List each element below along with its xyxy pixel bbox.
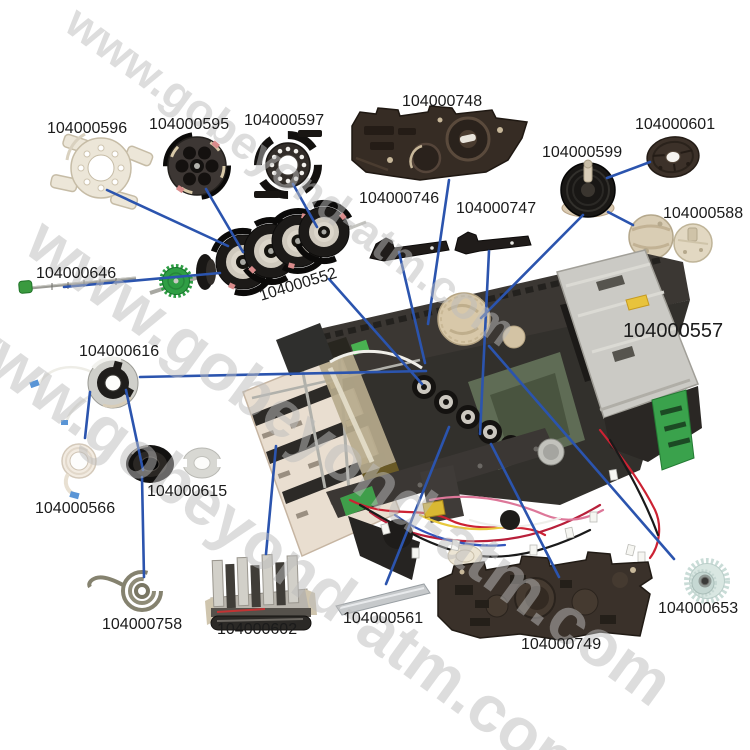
connector-line-104000616-cable (83, 390, 92, 440)
part-graphic-white-drive-gear (684, 558, 730, 604)
part-graphic-pressure-plate-assembly (205, 554, 317, 631)
connector-line-104000758 (140, 475, 146, 579)
connector-line-104000596 (105, 188, 230, 248)
part-graphic-shaft-rod-green-tip (18, 276, 137, 294)
part-label-104000616: 104000616 (79, 343, 160, 360)
yellow-connector (422, 499, 446, 519)
part-graphic-bracket-left (369, 237, 450, 262)
part-label-104000615: 104000615 (147, 483, 228, 500)
connector-line-104000615 (124, 388, 145, 472)
part-graphic-pulley-drum (560, 159, 616, 218)
part-label-104000602: 104000602 (217, 621, 298, 638)
part-label-104000595: 104000595 (149, 116, 230, 133)
part-label-104000566: 104000566 (35, 500, 116, 517)
part-graphic-metal-strip (335, 583, 431, 616)
part-label-104000758: 104000758 (102, 616, 183, 633)
part-graphic-gear-side-frame (437, 551, 653, 641)
part-graphic-side-frame-plate (351, 105, 528, 181)
part-label-104000653: 104000653 (658, 600, 739, 617)
part-label-104000748: 104000748 (402, 93, 483, 110)
connector-line-104000599 (479, 213, 585, 320)
connector-line-104000646 (62, 271, 222, 289)
part-graphic-feed-roller-shaft-assembly (149, 200, 367, 298)
part-label-104000561: 104000561 (343, 610, 424, 627)
connector-line-104000653 (487, 344, 676, 561)
part-graphic-dark-clutch-plate (163, 132, 231, 200)
connector-line-104000746 (397, 250, 427, 365)
part-label-104000747: 104000747 (456, 200, 537, 217)
part-label-104000646: 104000646 (36, 265, 117, 282)
part-label-104000749: 104000749 (521, 636, 602, 653)
connector-line-104000602 (264, 444, 278, 556)
part-graphic-end-disc (646, 136, 700, 178)
part-graphic-main-dispenser-module (242, 249, 702, 580)
part-label-104000601: 104000601 (635, 116, 716, 133)
part-label-104000597: 104000597 (244, 112, 325, 129)
part-graphic-tape-roll (61, 443, 97, 500)
connector-line-104000595 (204, 187, 245, 254)
connector-line-104000552 (327, 277, 424, 386)
part-label-104000599: 104000599 (542, 144, 623, 161)
connector-line-104000749 (489, 442, 561, 579)
connector-line-104000599-601 (605, 160, 652, 180)
part-label-104000588: 104000588 (663, 205, 744, 222)
connector-line-104000616 (138, 369, 428, 379)
green-pcb (651, 389, 695, 471)
white-connectors (380, 468, 646, 563)
connector-line-104000747 (478, 249, 491, 436)
part-graphic-bearing-ring-with-arms (254, 130, 322, 199)
connector-line-104000588 (606, 210, 635, 227)
part-label-104000596: 104000596 (47, 120, 128, 137)
connector-line-104000561 (384, 425, 451, 586)
part-graphic-cream-guide-bracket (49, 132, 154, 210)
connector-lines (62, 160, 676, 586)
yellow-sticker (625, 294, 650, 311)
part-graphic-cam-disc-pair (628, 214, 713, 263)
connector-line-104000597 (291, 182, 319, 229)
part-graphic-coiled-flat-spring (87, 570, 163, 612)
connector-line-104000748 (426, 178, 451, 326)
part-graphic-bracket-right (454, 231, 532, 255)
part-label-104000746: 104000746 (359, 190, 440, 207)
part-label-104000557: 104000557 (623, 320, 724, 342)
